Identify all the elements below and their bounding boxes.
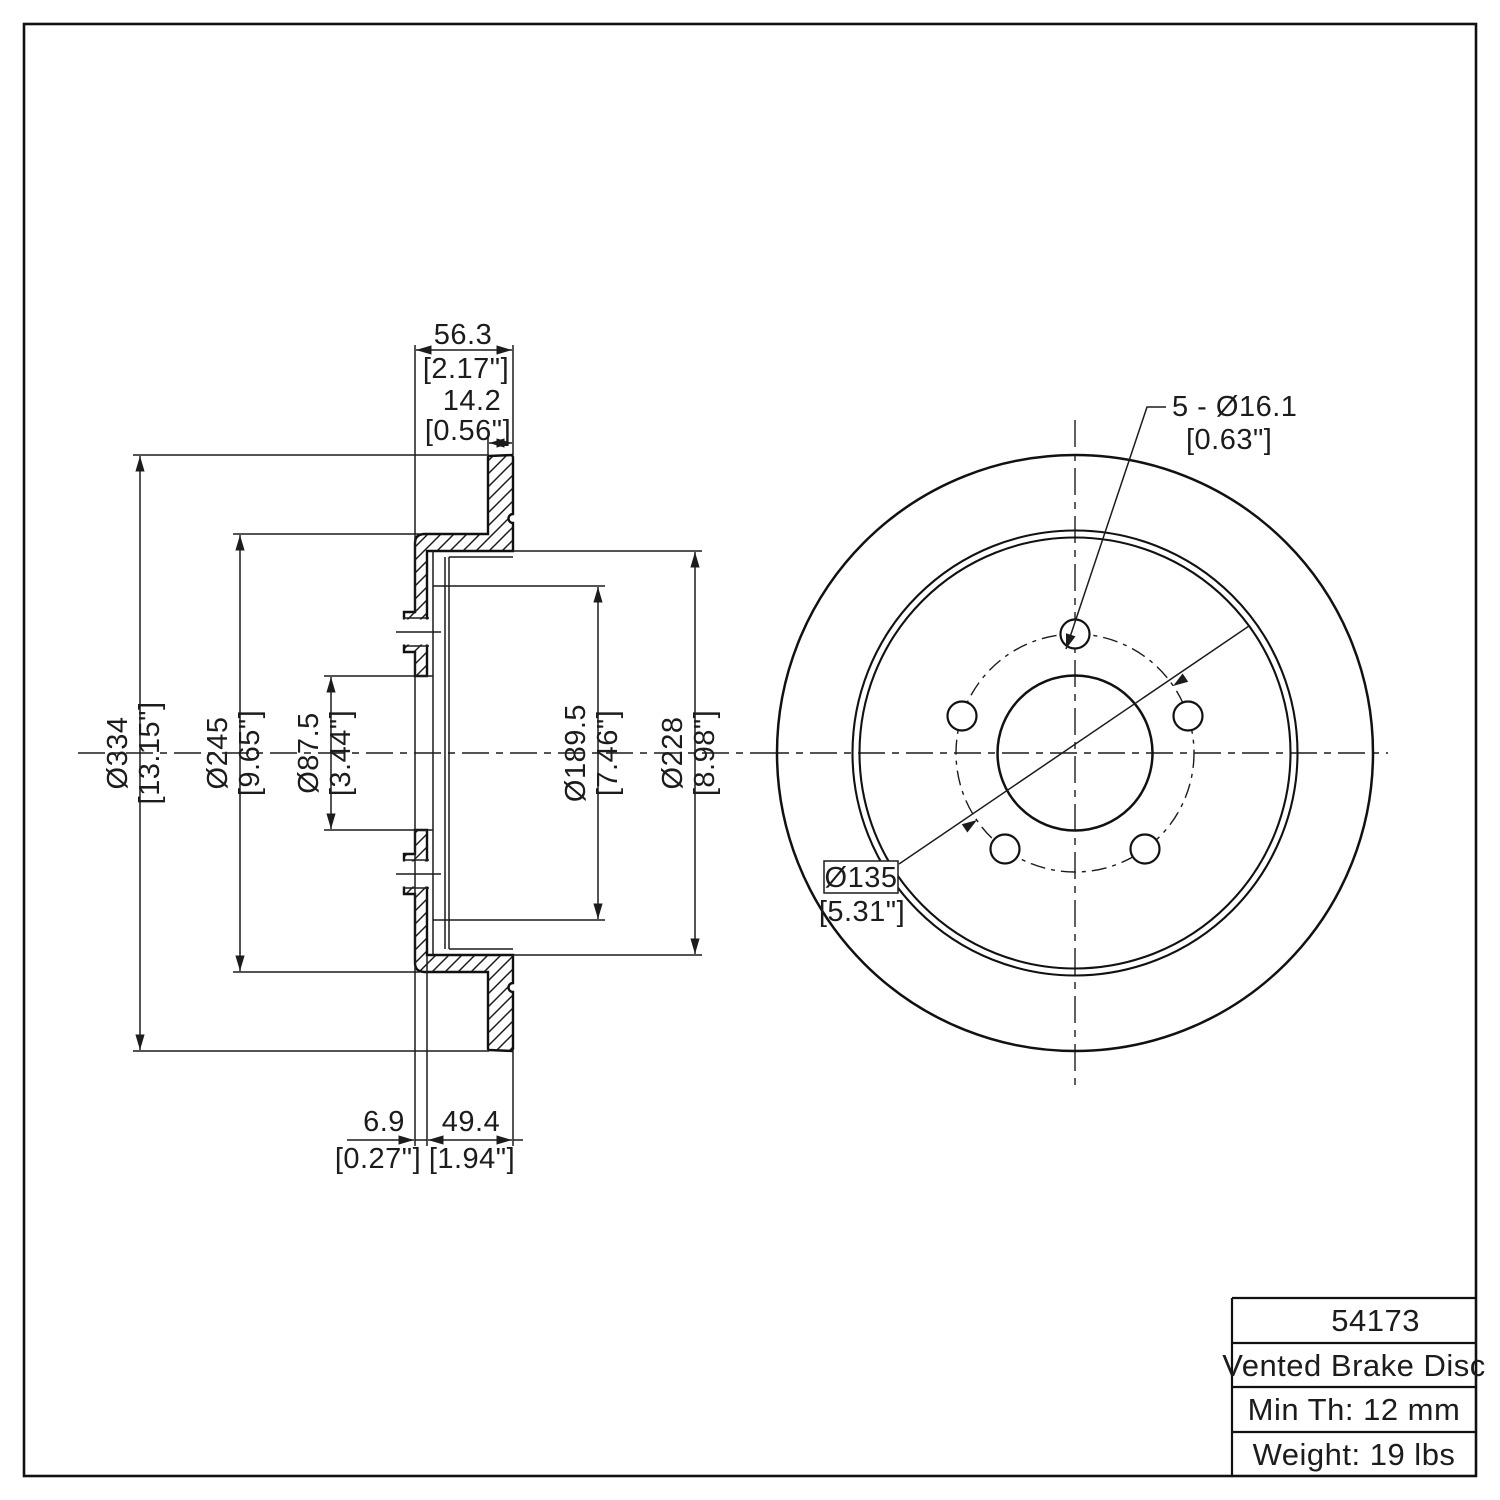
dim-line-bolt-circle	[898, 625, 1250, 865]
dim-drum-inner-mm: Ø189.5	[560, 704, 592, 802]
bolt-circle-label-box	[823, 860, 899, 894]
dim-bore-in: [3.44"]	[325, 710, 357, 796]
min-thickness: Min Th: 12 mm	[1248, 1392, 1461, 1427]
dim-thickness-in: [0.56"]	[425, 415, 511, 447]
dim-thickness-mm: 14.2	[443, 385, 501, 417]
dim-hat-inner-mm: Ø228	[657, 717, 689, 790]
dim-friction-inner-mm: Ø245	[202, 717, 234, 790]
dim-bolt-holes-in: [0.63"]	[1186, 424, 1272, 456]
part-number: 54173	[1331, 1303, 1420, 1338]
bolt-hole-leader	[1065, 406, 1166, 650]
dim-hat-depth-mm: 49.4	[442, 1106, 500, 1138]
weight: Weight: 19 lbs	[1253, 1437, 1456, 1472]
dim-od-mm: Ø334	[102, 717, 134, 790]
title-block: 54173 Vented Brake Disc Min Th: 12 mm We…	[1222, 1296, 1486, 1476]
bolt-hole	[1129, 833, 1161, 865]
dim-arrow	[1173, 673, 1189, 686]
product-name: Vented Brake Disc	[1222, 1348, 1486, 1383]
leader-arrow	[1066, 633, 1076, 649]
dim-bolt-holes-mm: 5 - Ø16.1	[1172, 391, 1297, 423]
dim-flange-mm: 6.9	[363, 1106, 405, 1138]
dim-hat-inner-in: [8.98"]	[689, 710, 721, 796]
section-view: Ø334 [13.15"] Ø245 [9.65"] Ø87.5 [3.44"]…	[78, 319, 762, 1175]
dim-arrow	[961, 820, 977, 833]
friction-inner-circle	[851, 529, 1299, 977]
outer-diameter-circle	[775, 453, 1375, 1053]
dim-friction-inner-in: [9.65"]	[234, 710, 266, 796]
dim-bolt-circle-mm: Ø135	[825, 862, 898, 894]
bolt-hole	[946, 700, 978, 732]
dim-bore-mm: Ø87.5	[293, 712, 325, 794]
dim-hat-depth-in: [1.94"]	[429, 1143, 515, 1175]
dim-bolt-circle-in: [5.31"]	[819, 896, 905, 928]
sheet-border	[22, 22, 1478, 1478]
friction-inner-chamfer-circle	[858, 536, 1292, 970]
dim-overall-width-in: [2.17"]	[423, 353, 509, 385]
bolt-hole	[989, 833, 1021, 865]
dim-overall-width-mm: 56.3	[434, 319, 492, 351]
bolt-hole	[1172, 700, 1204, 732]
dim-od-in: [13.15"]	[134, 702, 166, 805]
center-bore-circle	[996, 674, 1154, 832]
front-view: Ø135 [5.31"] 5 - Ø16.1 [0.63"]	[762, 391, 1388, 1086]
dim-flange-in: [0.27"]	[335, 1143, 421, 1175]
dim-drum-inner-in: [7.46"]	[592, 710, 624, 796]
